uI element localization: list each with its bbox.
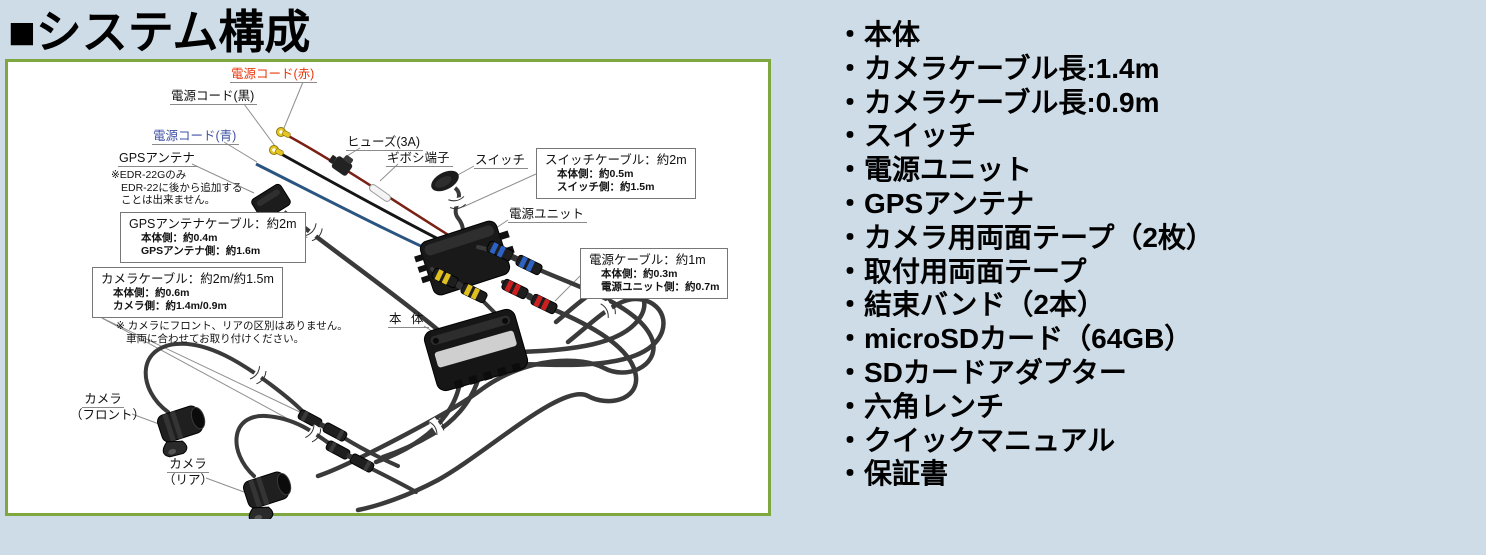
list-item: ・SDカードアダプター	[836, 356, 1127, 388]
label-camera-front-line2: （フロント）	[70, 408, 146, 422]
power-cable-line2: 電源ユニット側：約0.7m	[601, 280, 720, 293]
cable-loops	[315, 265, 666, 513]
switch-cable-line2: スイッチ側：約1.5m	[557, 180, 655, 193]
label-switch: スイッチ	[474, 153, 529, 169]
label-fuse: ヒューズ(3A)	[346, 135, 423, 151]
gps-note-line2: EDR-22に後から追加する	[121, 181, 243, 194]
list-item: ・電源ユニット	[836, 154, 1033, 186]
switch-cable-info-box: スイッチケーブル：約2m 本体側：約0.5m スイッチ側：約1.5m	[536, 148, 696, 199]
ring-terminal-black	[269, 145, 284, 156]
list-item: ・六角レンチ	[836, 390, 1005, 422]
gps-cable-info-box: GPSアンテナケーブル：約2m 本体側：約0.4m GPSアンテナ側：約1.6m	[120, 212, 306, 263]
camera-front-illustration	[157, 405, 206, 458]
main-unit-illustration	[423, 308, 529, 392]
list-item: ・カメラケーブル長:0.9m	[836, 86, 1160, 118]
label-camera-rear-line2: （リア）	[162, 473, 213, 487]
cable-break-marks	[249, 196, 616, 443]
list-item: ・microSDカード（64GB）	[836, 323, 1193, 355]
camera-note: ※ カメラにフロント、リアの区別はありません。 車両に合わせてお取り付けください…	[116, 320, 348, 345]
camera-cable-info-box: カメラケーブル：約2m/約1.5m 本体側：約0.6m カメラ側：約1.4m/0…	[92, 267, 283, 318]
label-camera-rear-line1: カメラ	[167, 457, 209, 473]
label-camera-front: カメラ （フロント）	[70, 392, 146, 423]
label-main-unit: 本 体	[388, 312, 430, 328]
switch-cable-line1: 本体側：約0.5m	[557, 168, 634, 180]
camera-cable-line2: カメラ側：約1.4m/0.9m	[113, 299, 227, 312]
label-gibosi-terminal: ギボシ端子	[386, 151, 453, 167]
fuse-illustration	[328, 155, 354, 176]
power-cable-line1: 本体側：約0.3m	[601, 268, 678, 280]
diagram-panel: 電源コード(赤) 電源コード(黒) 電源コード(青) GPSアンテナ ※EDR-…	[5, 59, 771, 519]
label-power-unit: 電源ユニット	[508, 207, 588, 223]
gps-note-line3: ことは出来ません。	[121, 194, 216, 206]
gps-cable-title: GPSアンテナケーブル：約2m	[129, 217, 297, 231]
list-item: ・結束バンド（2本）	[836, 289, 1105, 321]
list-item: ・スイッチ	[836, 120, 977, 152]
label-power-cord-red: 電源コード(赤)	[230, 67, 318, 83]
list-item: ・クイックマニュアル	[836, 424, 1116, 456]
page-title: ■システム構成	[8, 6, 311, 58]
camera-rear-illustration	[243, 471, 292, 519]
label-gps-antenna: GPSアンテナ	[118, 151, 198, 167]
gibosi-sleeve-illustration	[369, 184, 391, 202]
list-item: ・取付用両面テープ	[836, 255, 1087, 287]
power-cable-info-box: 電源ケーブル：約1m 本体側：約0.3m 電源ユニット側：約0.7m	[580, 248, 729, 299]
power-cable-title: 電源ケーブル：約1m	[589, 253, 706, 267]
gps-note-line1: ※EDR-22Gのみ	[111, 169, 187, 181]
camera-cable-line1: 本体側：約0.6m	[113, 287, 190, 299]
list-item: ・カメラ用両面テープ（2枚）	[836, 221, 1214, 253]
switch-cable-title: スイッチケーブル：約2m	[545, 153, 687, 167]
gps-cable-line2: GPSアンテナ側：約1.6m	[141, 244, 261, 257]
camera-note-line1: ※ カメラにフロント、リアの区別はありません。	[116, 320, 348, 332]
gps-cable-line1: 本体側：約0.4m	[141, 232, 218, 244]
list-item: ・本体	[836, 19, 921, 50]
label-camera-front-line1: カメラ	[82, 392, 124, 408]
label-power-cord-black: 電源コード(黒)	[170, 89, 258, 105]
label-power-cord-blue: 電源コード(青)	[152, 129, 240, 145]
power-cords-illustration	[255, 127, 457, 262]
system-diagram	[101, 81, 666, 519]
gps-note: ※EDR-22Gのみ EDR-22に後から追加する ことは出来ません。	[111, 169, 242, 207]
ring-terminal-red	[276, 127, 291, 138]
inline-connectors	[297, 240, 558, 473]
label-camera-rear: カメラ （リア）	[158, 457, 218, 488]
list-item: ・GPSアンテナ	[836, 187, 1035, 219]
list-item: ・保証書	[836, 458, 949, 490]
list-item: ・カメラケーブル長:1.4m	[836, 52, 1160, 84]
camera-note-line2: 車両に合わせてお取り付けください。	[126, 332, 305, 345]
camera-cable-title: カメラケーブル：約2m/約1.5m	[101, 272, 274, 286]
packing-list: ・本体・カメラケーブル長:1.4m・カメラケーブル長:0.9m・スイッチ・電源ユ…	[836, 18, 1476, 491]
